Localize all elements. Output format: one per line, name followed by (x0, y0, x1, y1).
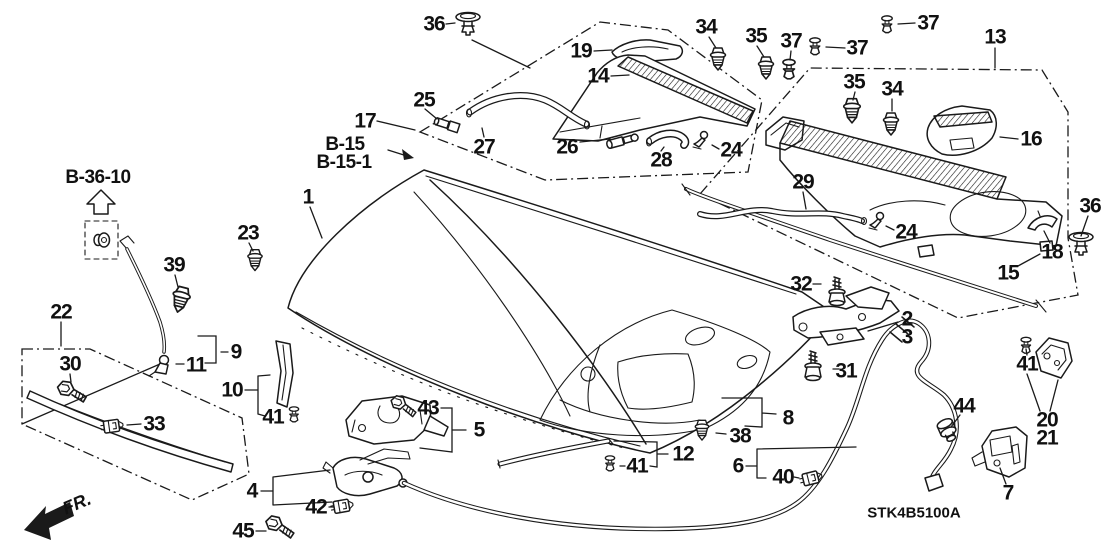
hood-hinge (792, 286, 900, 346)
diagram-code: STK4B5100A (867, 504, 961, 522)
release-cable (398, 316, 959, 532)
bolt-45 (262, 514, 298, 540)
fastener-36-left (455, 11, 481, 36)
group-box-front-molding (21, 348, 250, 501)
front-molding (26, 390, 234, 473)
stay-rail (497, 437, 614, 469)
fastener-37-b (809, 37, 821, 56)
clip-41-a (288, 406, 300, 423)
hood-release-handle (322, 448, 411, 497)
cable-grommet (936, 418, 957, 442)
bolt-30 (55, 379, 89, 404)
fastener-38 (694, 419, 710, 441)
fastener-37-a (782, 58, 796, 80)
stud-bolt-32 (828, 276, 846, 307)
clip-18 (1027, 210, 1058, 231)
hood-latch (971, 426, 1028, 478)
cowl-cover (926, 105, 997, 156)
fastener-35-a (757, 56, 775, 80)
hood-panel (287, 169, 834, 454)
washer-nozzle (433, 117, 461, 134)
cowl-side-assembly (552, 39, 756, 142)
hood-inner-structure (539, 309, 771, 437)
hood-stay-rod (119, 235, 167, 354)
latch-plate (1035, 337, 1073, 379)
leader-lines (60, 22, 1089, 532)
fr-arrow-icon (24, 502, 74, 540)
stud-bolt-31 (804, 350, 822, 382)
clip-24-b (868, 211, 885, 231)
washer-tube (645, 129, 690, 149)
drain-hose (697, 207, 868, 226)
fastener-39 (168, 284, 193, 315)
fastener-34-a (709, 47, 727, 71)
cowl-top-assembly (765, 116, 1063, 258)
clip-42 (329, 497, 355, 515)
washer-hose (465, 92, 591, 130)
clip-24-a (692, 130, 709, 150)
fastener-34-b (882, 112, 900, 136)
group-box-washer-kit (418, 21, 763, 181)
group-box-cowl-assembly (698, 67, 1079, 319)
fastener-35-b (842, 97, 862, 124)
clip-41-b (604, 455, 616, 472)
fastener-23 (247, 248, 263, 272)
ref-arrow-b-36-10 (84, 189, 119, 260)
cowl-seal-strip (681, 183, 1047, 313)
corner-garnish (275, 340, 294, 408)
washer-joint (606, 133, 639, 150)
stay-clip (148, 354, 170, 377)
fastener-37-c (881, 15, 893, 34)
